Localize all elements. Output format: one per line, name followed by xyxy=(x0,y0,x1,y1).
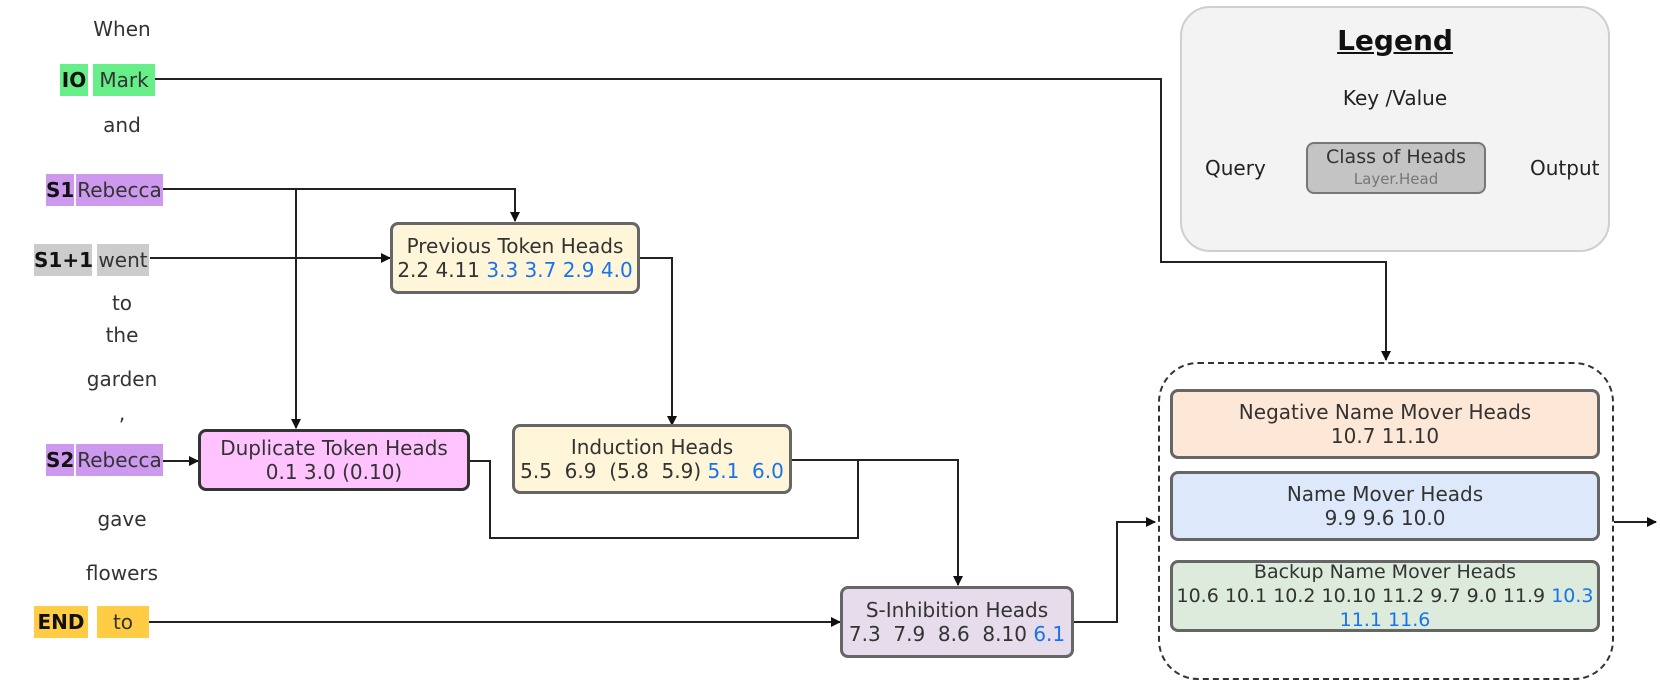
word-gave: gave xyxy=(97,507,147,531)
arrow-previous-token-to-induction xyxy=(640,257,677,426)
negative-name-mover-heads-title: Negative Name Mover Heads xyxy=(1238,400,1532,424)
s-inhibition-heads-list: 7.3 7.9 8.6 8.10 6.1 xyxy=(848,622,1066,646)
legend-key-value: Key /Value xyxy=(1342,86,1448,110)
backup-name-mover-heads-list-2: 11.1 11.6 xyxy=(1339,609,1431,631)
arrow-duplicate-token-to-join xyxy=(470,460,859,539)
word-to: to xyxy=(111,291,133,315)
word-went: went xyxy=(97,244,149,276)
duplicate-token-heads-box: Duplicate Token Heads 0.1 3.0 (0.10) xyxy=(198,429,470,491)
induction-heads-title: Induction Heads xyxy=(570,435,734,459)
legend-class-of-heads: Class of Heads xyxy=(1326,146,1466,168)
word-flowers: flowers xyxy=(85,561,159,585)
arrow-induction-to-s-inhibition xyxy=(792,459,963,586)
negative-name-mover-heads-box: Negative Name Mover Heads 10.7 11.10 xyxy=(1170,389,1600,459)
previous-token-heads-title: Previous Token Heads xyxy=(406,234,624,258)
name-mover-heads-box: Name Mover Heads 9.9 9.6 10.0 xyxy=(1170,471,1600,541)
arrow-mark-to-name-movers xyxy=(153,78,1391,361)
word-to-end: to xyxy=(97,606,149,638)
arrow-s1-to-previous-token xyxy=(163,188,520,222)
legend-class-of-heads-box: Class of Heads Layer.Head xyxy=(1306,142,1486,194)
legend-query: Query xyxy=(1205,156,1266,180)
tag-s2: S2 xyxy=(46,444,74,476)
legend-title: Legend xyxy=(1337,24,1453,57)
name-mover-group xyxy=(1158,362,1614,680)
duplicate-token-heads-title: Duplicate Token Heads xyxy=(220,436,448,460)
legend-panel xyxy=(1180,6,1610,252)
duplicate-token-heads-list: 0.1 3.0 (0.10) xyxy=(265,460,403,484)
tag-s1-plus-1: S1+1 xyxy=(34,244,93,276)
name-mover-heads-title: Name Mover Heads xyxy=(1286,482,1484,506)
s-inhibition-heads-title: S-Inhibition Heads xyxy=(865,598,1049,622)
legend-layer-head: Layer.Head xyxy=(1353,170,1439,188)
word-comma: , xyxy=(118,401,126,425)
name-mover-heads-list: 9.9 9.6 10.0 xyxy=(1324,506,1446,530)
tag-end: END xyxy=(34,606,88,638)
word-the: the xyxy=(105,323,139,347)
tag-io: IO xyxy=(60,64,88,96)
negative-name-mover-heads-list: 10.7 11.10 xyxy=(1330,424,1440,448)
previous-token-heads-box: Previous Token Heads 2.2 4.11 3.3 3.7 2.… xyxy=(390,222,640,294)
word-and: and xyxy=(103,113,141,137)
word-rebecca-s1: Rebecca xyxy=(76,174,163,206)
word-rebecca-s2: Rebecca xyxy=(76,444,163,476)
previous-token-heads-list: 2.2 4.11 3.3 3.7 2.9 4.0 xyxy=(397,258,633,282)
tag-s1: S1 xyxy=(46,174,74,206)
backup-name-mover-heads-list: 10.6 10.1 10.2 10.10 11.2 9.7 9.0 11.9 1… xyxy=(1176,585,1594,607)
arrow-s-inhibition-to-name-movers xyxy=(1074,517,1156,623)
backup-name-mover-heads-title: Backup Name Mover Heads xyxy=(1253,561,1517,583)
s-inhibition-heads-box: S-Inhibition Heads 7.3 7.9 8.6 8.10 6.1 xyxy=(840,586,1074,658)
word-garden: garden xyxy=(86,367,158,391)
backup-name-mover-heads-box: Backup Name Mover Heads 10.6 10.1 10.2 1… xyxy=(1170,560,1600,632)
induction-heads-box: Induction Heads 5.5 6.9 (5.8 5.9) 5.1 6.… xyxy=(512,424,792,494)
legend-output: Output xyxy=(1530,156,1600,180)
induction-heads-list: 5.5 6.9 (5.8 5.9) 5.1 6.0 xyxy=(520,459,784,483)
word-when: When xyxy=(93,17,151,41)
word-mark: Mark xyxy=(93,64,155,96)
